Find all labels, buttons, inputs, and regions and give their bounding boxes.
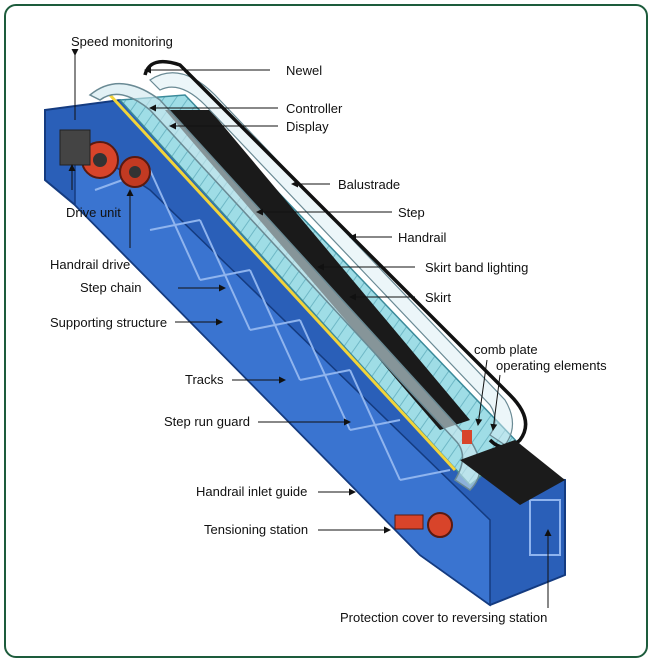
label-drive-unit: Drive unit (66, 205, 121, 220)
label-handrail-drive: Handrail drive (50, 257, 131, 272)
label-speed-monitoring: Speed monitoring (71, 34, 173, 49)
label-skirt-band-lighting: Skirt band lighting (425, 260, 529, 275)
skirt-band-light (108, 93, 457, 472)
label-step-run-guard: Step run guard (164, 414, 251, 429)
label-protection-cover: Protection cover to reversing station (340, 610, 548, 625)
label-display: Display (286, 119, 329, 134)
label-handrail: Handrail (398, 230, 447, 245)
label-skirt: Skirt (425, 290, 451, 305)
label-tracks: Tracks (185, 372, 224, 387)
label-comb-plate: comb plate (474, 342, 538, 357)
label-tensioning-station: Tensioning station (204, 522, 309, 537)
label-handrail-inlet-guide: Handrail inlet guide (196, 484, 308, 499)
label-step-chain: Step chain (80, 280, 142, 295)
label-operating-elements: operating elements (496, 358, 607, 373)
balustrade-glass (88, 83, 481, 491)
tensioning-machinery (394, 430, 565, 538)
label-step: Step (398, 205, 425, 220)
label-supporting-structure: Supporting structure (50, 315, 168, 330)
label-newel: Newel (286, 63, 323, 78)
leader-lines (68, 49, 552, 608)
drive-unit-machinery (59, 129, 151, 188)
label-controller: Controller (286, 101, 343, 116)
label-balustrade: Balustrade (338, 177, 401, 192)
